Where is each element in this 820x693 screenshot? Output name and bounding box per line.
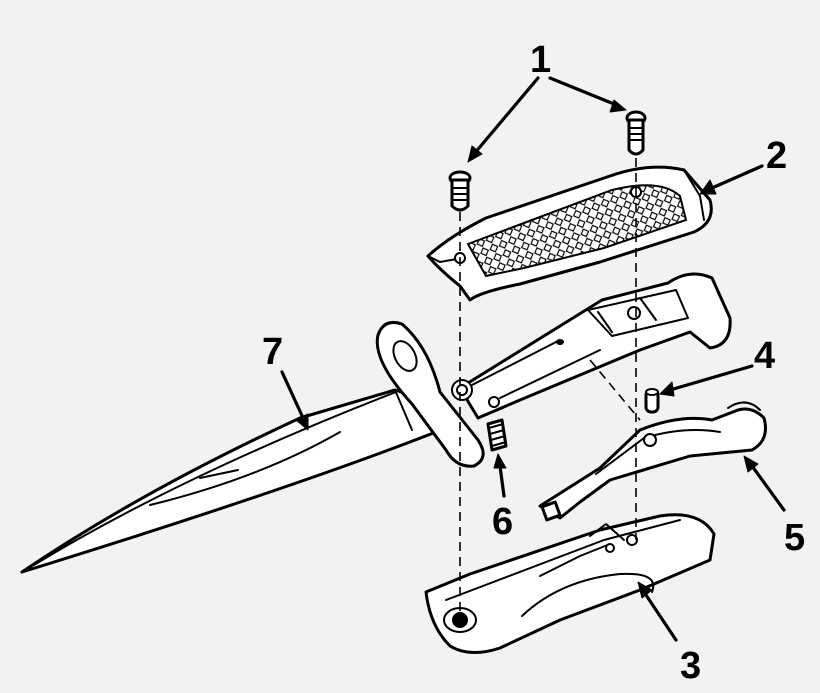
leader-lines — [280, 76, 786, 642]
part-spring — [486, 418, 508, 452]
screw-right — [625, 110, 647, 156]
callout-labels: 1 2 3 4 5 6 7 — [262, 39, 805, 687]
callout-2: 2 — [766, 135, 787, 177]
screw-left — [448, 170, 472, 212]
part-pin — [644, 388, 660, 414]
callout-4: 4 — [754, 335, 775, 377]
callout-7: 7 — [262, 331, 283, 373]
part-release-lever — [538, 401, 767, 522]
part-blade-assembly — [20, 272, 732, 574]
callout-5: 5 — [784, 517, 805, 559]
assembly-guide-lines — [459, 158, 641, 620]
part-upper-grip — [426, 165, 713, 302]
tang — [458, 272, 732, 420]
part-screws — [448, 110, 647, 212]
callout-6: 6 — [492, 501, 513, 543]
callout-3: 3 — [680, 645, 701, 687]
callout-1: 1 — [530, 39, 551, 81]
